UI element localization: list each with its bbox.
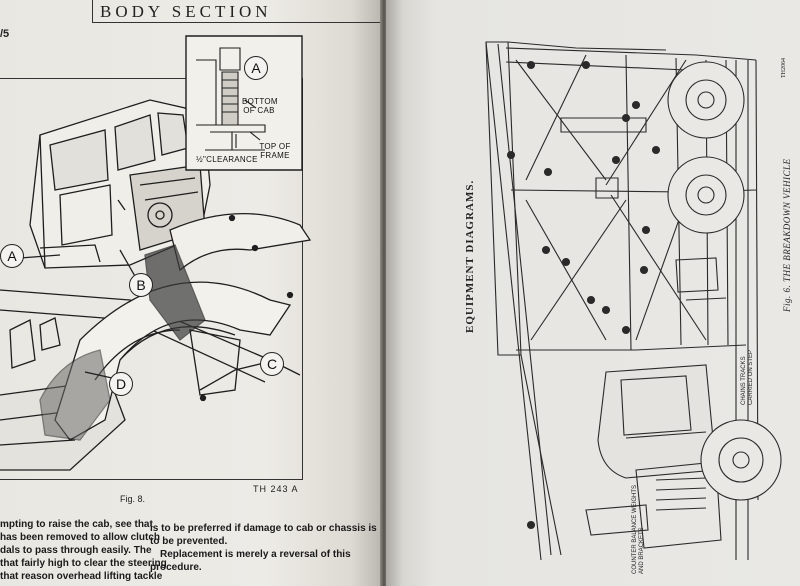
label-chains-tracks: CHAINS TRACKS CARRIED ON STEP (741, 349, 754, 405)
header-band (92, 0, 382, 23)
inset-clearance: ½"CLEARANCE (196, 155, 258, 164)
inset-label-a: A (244, 56, 268, 80)
section-heading: EQUIPMENT DIAGRAMS. (464, 179, 476, 333)
body-line: that fairly high to clear the steering (0, 558, 167, 569)
callout-a: A (0, 244, 24, 268)
inset-bottom-of-cab: BOTTOM OF CAB (242, 97, 278, 115)
body-line: is to be preferred if damage to cab or c… (150, 523, 377, 534)
body-line: that reason overhead lifting tackle (0, 571, 163, 582)
page-header: BODY SECTION (100, 2, 272, 21)
left-page: BODY SECTION /5 (0, 0, 382, 586)
figure-ref-code: TH 243 A (253, 484, 299, 494)
body-line: mpting to raise the cab, see that (0, 519, 153, 530)
figure-caption-right: Fig. 6. THE BREAKDOWN VEHICLE (782, 158, 792, 313)
figure-caption: Fig. 8. (120, 494, 146, 504)
body-line: to be prevented. (150, 536, 228, 547)
label-counter-balance: COUNTER BALANCE WEIGHTS AND BRACKETS (632, 484, 645, 574)
body-text-left: mpting to raise the cab, see that has be… (0, 518, 167, 583)
figure-ref-code-right: TH2064 (781, 58, 787, 78)
callout-b: B (129, 273, 153, 297)
cab-illustration (0, 35, 312, 471)
breakdown-vehicle-diagram (485, 41, 782, 561)
right-page: EQUIPMENT DIAGRAMS. Fig. 6. THE BREAKDOW… (386, 0, 800, 586)
body-line: Replacement is merely a reversal of this (160, 549, 351, 560)
body-line: dals to pass through easily. The (0, 545, 152, 556)
inset-top-of-frame: TOP OF FRAME (259, 142, 291, 160)
body-text-right: is to be preferred if damage to cab or c… (150, 522, 377, 574)
figure-frame (0, 78, 303, 480)
book-gutter (380, 0, 388, 586)
callout-d: D (109, 372, 133, 396)
body-line: procedure. (150, 562, 202, 573)
callout-c: C (260, 352, 284, 376)
page-reference: /5 (0, 28, 10, 40)
body-line: has been removed to allow clutch (0, 532, 161, 543)
